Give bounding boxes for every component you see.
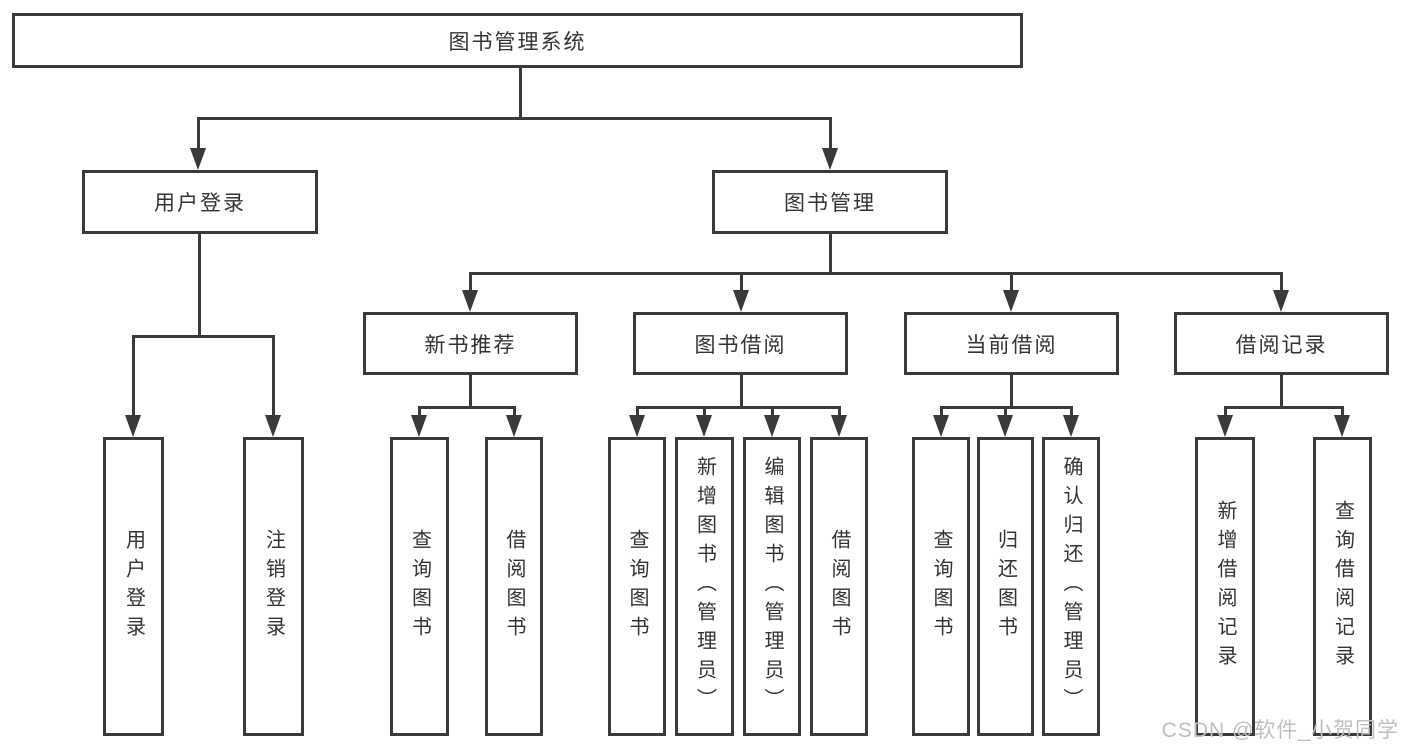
node-label: 查询图书 (626, 528, 648, 645)
node-user-login: 用户登录 (82, 170, 318, 234)
connector-root-bus (197, 117, 832, 120)
leaf-edit-book-admin: 编辑图书（管理员） (743, 437, 801, 736)
watermark: CSDN @软件_小贺同学 (1161, 719, 1399, 742)
arrow-down-icon (190, 148, 206, 170)
node-label: 新增图书（管理员） (693, 456, 716, 717)
node-label: 归还图书 (994, 528, 1017, 645)
arrow-down-icon (831, 415, 847, 437)
connector-drop-recommend (469, 272, 472, 292)
connector-borrow-stem (740, 375, 743, 409)
connector-user-login-stem (198, 234, 201, 337)
node-label: 图书管理 (784, 192, 876, 215)
connector-borrow-bus (636, 406, 840, 409)
leaf-query-book-under-recommend: 查询图书 (390, 437, 449, 736)
connector-drop-leaf-login (132, 335, 135, 417)
node-book-borrow: 图书借阅 (633, 312, 848, 375)
arrow-down-icon (629, 415, 645, 437)
leaf-borrow-book-under-recommend: 借阅图书 (485, 437, 543, 736)
arrow-down-icon (733, 290, 749, 312)
connector-drop (1070, 406, 1073, 417)
connector-drop-borrow (740, 272, 743, 292)
node-label: 借阅图书 (503, 528, 525, 645)
connector-drop (1004, 406, 1007, 417)
leaf-add-book-admin: 新增图书（管理员） (675, 437, 734, 736)
arrow-down-icon (1003, 290, 1019, 312)
connector-drop (838, 406, 841, 417)
leaf-confirm-return-admin: 确认归还（管理员） (1042, 437, 1100, 736)
connector-current-stem (1010, 375, 1013, 409)
node-label: 新增借阅记录 (1214, 499, 1236, 674)
connector-drop (418, 406, 421, 417)
node-borrow-records: 借阅记录 (1174, 312, 1389, 375)
node-label: 查询图书 (930, 528, 952, 645)
node-label: 用户登录 (122, 528, 145, 645)
leaf-borrow-book-under-borrow: 借阅图书 (810, 437, 868, 736)
connector-drop (771, 406, 774, 417)
arrow-down-icon (506, 415, 522, 437)
node-label: 查询图书 (408, 528, 431, 645)
connector-root-stem (519, 67, 522, 118)
leaf-user-login: 用户登录 (103, 437, 164, 736)
connector-drop-current (1010, 272, 1013, 292)
leaf-logout: 注销登录 (243, 437, 304, 736)
node-label: 图书管理系统 (448, 30, 587, 54)
arrow-down-icon (265, 415, 281, 437)
arrow-down-icon (1273, 290, 1289, 312)
connector-drop-leaf-logout (272, 335, 275, 417)
node-new-book-recommend: 新书推荐 (363, 312, 578, 375)
connector-drop (513, 406, 516, 417)
connector-drop (1224, 406, 1227, 417)
node-label: 注销登录 (262, 528, 285, 645)
arrow-down-icon (125, 415, 141, 437)
leaf-query-borrow-record: 查询借阅记录 (1313, 437, 1372, 736)
leaf-return-book: 归还图书 (977, 437, 1034, 736)
connector-drop (636, 406, 639, 417)
node-label: 新书推荐 (424, 333, 517, 357)
connector-records-bus (1224, 406, 1344, 409)
leaf-query-book-under-borrow: 查询图书 (608, 437, 666, 736)
arrow-down-icon (933, 415, 949, 437)
arrow-down-icon (1334, 415, 1350, 437)
connector-book-mgmt-bus (469, 272, 1282, 275)
arrow-down-icon (411, 415, 427, 437)
connector-recommend-stem (469, 375, 472, 409)
arrow-down-icon (1063, 415, 1079, 437)
leaf-query-book-under-current: 查询图书 (912, 437, 970, 736)
node-root-library-system: 图书管理系统 (12, 13, 1023, 68)
node-label: 借阅图书 (828, 528, 850, 645)
node-label: 查询借阅记录 (1331, 499, 1354, 674)
connector-user-login-bus (132, 335, 275, 338)
arrow-down-icon (997, 415, 1013, 437)
arrow-down-icon (1217, 415, 1233, 437)
connector-book-mgmt-stem (829, 234, 832, 273)
node-label: 当前借阅 (965, 333, 1058, 357)
connector-drop-user-login (197, 117, 200, 150)
connector-drop-book-mgmt (829, 117, 832, 150)
arrow-down-icon (764, 415, 780, 437)
node-label: 确认归还（管理员） (1060, 456, 1082, 717)
arrow-down-icon (696, 415, 712, 437)
node-label: 图书借阅 (694, 333, 787, 357)
node-label: 借阅记录 (1235, 333, 1328, 357)
connector-drop (940, 406, 943, 417)
node-label: 用户登录 (154, 192, 246, 215)
connector-recommend-bus (418, 406, 516, 409)
node-label: 编辑图书（管理员） (761, 456, 783, 717)
arrow-down-icon (822, 148, 838, 170)
connector-drop (703, 406, 706, 417)
connector-drop (1341, 406, 1344, 417)
node-current-borrow: 当前借阅 (904, 312, 1119, 375)
connector-records-stem (1280, 375, 1283, 409)
leaf-add-borrow-record: 新增借阅记录 (1195, 437, 1255, 736)
node-book-management: 图书管理 (712, 170, 948, 234)
connector-drop-records (1280, 272, 1283, 292)
arrow-down-icon (462, 290, 478, 312)
